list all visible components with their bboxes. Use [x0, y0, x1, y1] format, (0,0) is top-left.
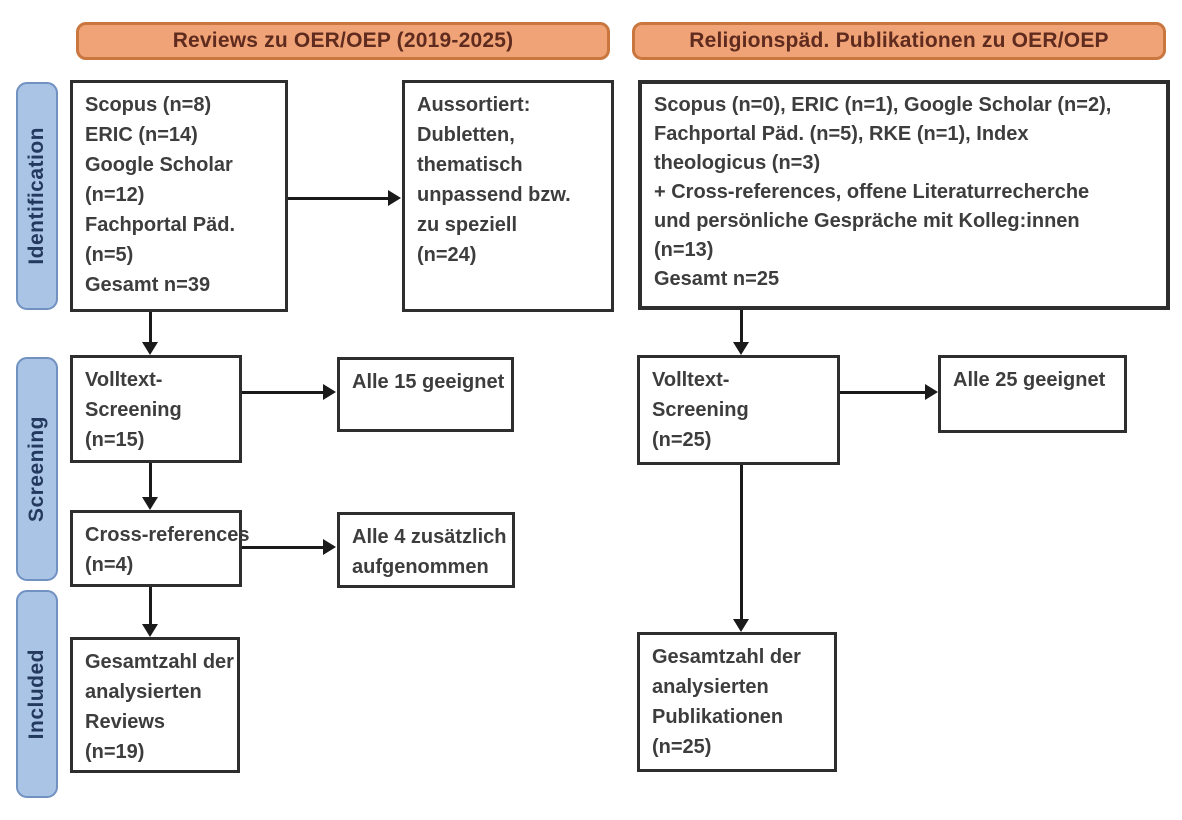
column-header-religionspaed: Religionspäd. Publikationen zu OER/OEP — [632, 22, 1166, 60]
box-left-crossreferences: Cross-references(n=4) — [70, 510, 250, 587]
arrow-left-crossref-to-result-icon — [242, 539, 336, 555]
arrow-right-fulltext-to-result-icon — [840, 384, 938, 400]
stage-label-screening: Screening — [16, 357, 58, 581]
box-left-fulltext-screening: Volltext-Screening(n=15) — [70, 355, 242, 463]
stage-label-identification: Identification — [16, 82, 58, 310]
stage-label-identification-text: Identification — [25, 127, 48, 265]
arrow-left-sources-to-excluded-icon — [288, 190, 401, 206]
arrow-left-fulltext-to-result-icon — [242, 384, 336, 400]
arrow-right-sources-to-fulltext-icon — [733, 310, 749, 355]
box-right-sources: Scopus (n=0), ERIC (n=1), Google Scholar… — [638, 80, 1170, 310]
stage-label-included-text: Included — [25, 648, 48, 740]
arrow-left-sources-to-fulltext-icon — [142, 312, 158, 355]
box-right-fulltext-result: Alle 25 geeignet — [938, 355, 1127, 433]
arrow-left-fulltext-to-crossref-icon — [142, 463, 158, 510]
arrow-left-crossref-to-included-icon — [142, 587, 158, 637]
arrow-right-fulltext-to-included-icon — [733, 465, 749, 632]
stage-label-screening-text: Screening — [25, 415, 48, 523]
column-header-reviews: Reviews zu OER/OEP (2019-2025) — [76, 22, 610, 60]
stage-label-included: Included — [16, 590, 58, 798]
box-left-sources: Scopus (n=8)ERIC (n=14)Google Scholar(n=… — [70, 80, 288, 312]
box-right-fulltext-screening: Volltext-Screening(n=25) — [637, 355, 840, 465]
box-left-fulltext-result: Alle 15 geeignet — [337, 357, 514, 432]
